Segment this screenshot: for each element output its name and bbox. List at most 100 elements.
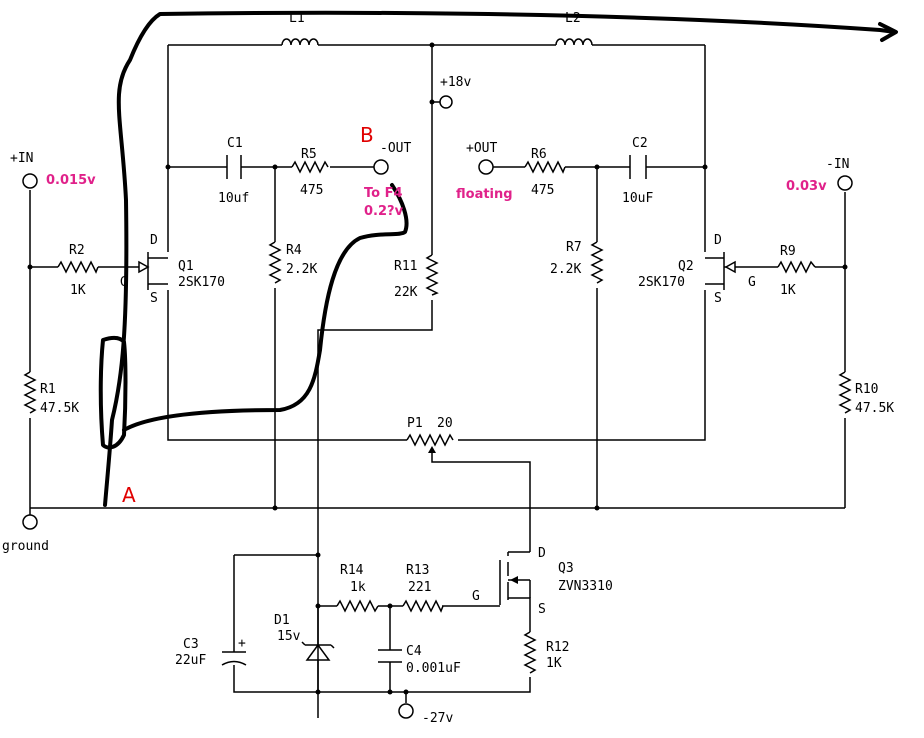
- wires: [29, 44, 846, 718]
- plus-out-terminal: [478, 159, 494, 175]
- resistor-r14: [336, 599, 379, 613]
- resistor-r6: [524, 160, 566, 174]
- minus-in-terminal: [837, 175, 853, 191]
- potentiometer-p1: [406, 433, 454, 447]
- q1-s-pin: S: [150, 291, 158, 306]
- d1-value: 15v: [277, 629, 301, 644]
- r6-value: 475: [531, 183, 554, 198]
- floating-label: floating: [456, 187, 513, 202]
- p1-value: 20: [437, 416, 453, 431]
- capacitor-c1: [226, 155, 242, 179]
- c2-label: C2: [632, 136, 648, 151]
- ground-label: ground: [2, 539, 49, 554]
- plus-in-terminal: [22, 173, 38, 189]
- q2-s-pin: S: [714, 291, 722, 306]
- terminals: [22, 95, 853, 719]
- capacitor-c3: [221, 651, 247, 666]
- ground-terminal: [22, 514, 38, 530]
- c1-label: C1: [227, 136, 243, 151]
- resistors: [23, 160, 852, 674]
- r7-label: R7: [566, 240, 582, 255]
- q3-d-pin: D: [538, 546, 546, 561]
- minus27-terminal: [398, 703, 414, 719]
- c3-value: 22uF: [175, 653, 206, 668]
- resistor-r4: [268, 241, 282, 284]
- r4-value: 2.2K: [286, 262, 317, 277]
- minus27-label: -27v: [422, 711, 453, 726]
- c4-value: 0.001uF: [406, 661, 461, 676]
- q3-label: Q3: [558, 561, 574, 576]
- r11-value: 22K: [394, 285, 418, 300]
- resistor-r5: [291, 160, 329, 174]
- p1-wiper-arrow: [428, 446, 436, 453]
- r1-value: 47.5K: [40, 401, 79, 416]
- plus18-label: +18v: [440, 75, 471, 90]
- r12-label: R12: [546, 640, 569, 655]
- junctions: [27, 42, 848, 695]
- resistor-r12: [523, 631, 537, 674]
- r5-label: R5: [301, 147, 317, 162]
- resistor-r7: [590, 241, 604, 284]
- hand-wire-top: [103, 10, 897, 507]
- q2-g-pin: G: [748, 275, 756, 290]
- minus-in-label: -IN: [826, 157, 849, 172]
- r4-label: R4: [286, 243, 302, 258]
- q3-s-pin: S: [538, 602, 546, 617]
- r14-label: R14: [340, 563, 364, 578]
- marker-b: B: [360, 123, 374, 147]
- marker-a: A: [122, 483, 136, 507]
- r13-value: 221: [408, 580, 431, 595]
- q2-label: Q2: [678, 259, 694, 274]
- plus-in-voltage: 0.015v: [46, 173, 96, 188]
- inductor-l2: [555, 38, 593, 46]
- r9-value: 1K: [780, 283, 796, 298]
- r12-value: 1K: [546, 656, 562, 671]
- capacitors: [221, 155, 647, 666]
- r10-label: R10: [855, 382, 878, 397]
- q1-label: Q1: [178, 259, 194, 274]
- resistor-r9: [777, 260, 816, 274]
- resistor-r10: [838, 371, 852, 414]
- minus-in-voltage: 0.03v: [786, 179, 827, 194]
- r10-value: 47.5K: [855, 401, 894, 416]
- resistor-r11: [425, 254, 439, 296]
- r5-value: 475: [300, 183, 323, 198]
- q1-d-pin: D: [150, 233, 158, 248]
- r2-value: 1K: [70, 283, 86, 298]
- resistor-r1: [23, 371, 37, 414]
- jfet-q1: [136, 252, 168, 290]
- l1-label: L1: [289, 11, 305, 26]
- r11-label: R11: [394, 259, 417, 274]
- to-f4-label: To F4: [364, 186, 403, 201]
- hand-probe-body: [98, 335, 128, 450]
- c4-label: C4: [406, 644, 422, 659]
- labels: L1 L2 +18v C1 10uf R5 475 -OUT B To F4 0…: [2, 11, 894, 726]
- to-f4-voltage: 0.2?v: [364, 204, 404, 219]
- q1-g-pin: G: [120, 275, 128, 290]
- c1-value: 10uf: [218, 191, 249, 206]
- d1-label: D1: [274, 613, 290, 628]
- q3-arrow: [510, 576, 518, 584]
- c2-value: 10uF: [622, 191, 653, 206]
- inductor-l1: [281, 38, 319, 46]
- q3-g-pin: G: [472, 589, 480, 604]
- capacitor-c2: [629, 155, 647, 179]
- r9-label: R9: [780, 244, 796, 259]
- capacitor-c4: [378, 649, 402, 663]
- r6-label: R6: [531, 147, 547, 162]
- hand-drawn-annotations: [98, 10, 898, 507]
- r2-label: R2: [69, 243, 85, 258]
- q3-value: ZVN3310: [558, 579, 613, 594]
- p1-label: P1: [407, 416, 423, 431]
- minus-out-label: -OUT: [380, 141, 411, 156]
- plus18-terminal: [439, 95, 453, 109]
- q2-d-pin: D: [714, 233, 722, 248]
- c3-label: C3: [183, 637, 199, 652]
- resistor-r13: [402, 599, 444, 613]
- hand-wire-to-f4: [122, 183, 409, 432]
- q2-gate-arrow: [724, 260, 736, 274]
- q1-value: 2SK170: [178, 275, 225, 290]
- resistor-r2: [57, 260, 99, 274]
- plus-in-label: +IN: [10, 151, 33, 166]
